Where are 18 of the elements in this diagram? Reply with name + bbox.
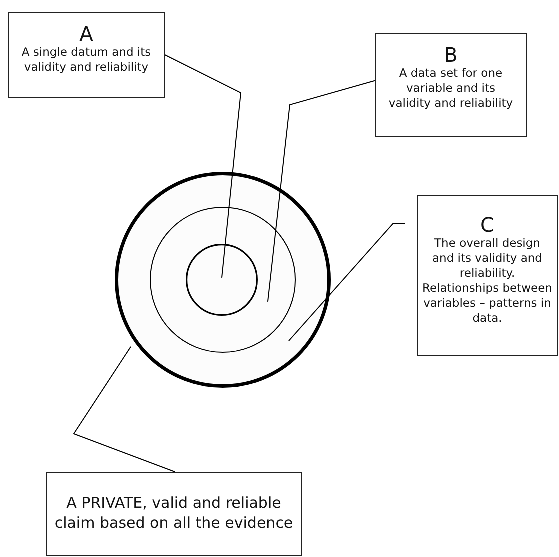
box-text: The overall design and its validity and reliability. Relationships between variables – patterns in data. [422, 236, 552, 326]
leader-line [267, 80, 376, 302]
box-heading: C [480, 214, 494, 236]
leader-line [288, 223, 406, 342]
leader-line [164, 54, 242, 278]
box-text: A single datum and its validity and reliability [20, 45, 152, 75]
box-text: A data set for one variable and its validity and reliability [388, 66, 514, 111]
circle-ring [150, 207, 296, 353]
text-box [417, 195, 558, 356]
text-box [46, 472, 302, 556]
text-box [8, 12, 165, 98]
circle-ring [186, 244, 258, 316]
leader-line [73, 346, 176, 472]
box-text: A PRIVATE, valid and reliable claim based on all the evidence [54, 493, 294, 533]
text-box [375, 33, 527, 137]
box-heading: A [80, 23, 94, 45]
box-heading: B [444, 44, 458, 66]
circle-ring [115, 172, 331, 388]
